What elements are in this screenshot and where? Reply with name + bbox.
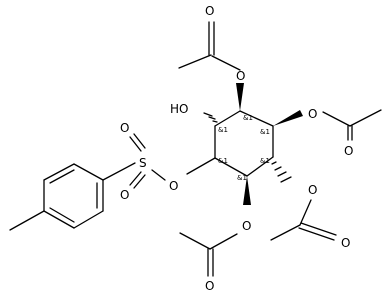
wedge-bond (243, 176, 251, 205)
ring-bond (239, 110, 274, 127)
acetate-bottom (179, 232, 238, 277)
methyl-bond (349, 109, 382, 127)
o-s-bond (151, 169, 166, 181)
tosyl-group (9, 133, 166, 231)
ester-bond (299, 199, 312, 226)
atom-labels: HO O O O O O O O O O S O O (120, 4, 353, 293)
carbonyl-bond (300, 222, 337, 236)
sulfonyl-double-bond (129, 171, 142, 186)
stereo-label-c3: &1 (260, 128, 270, 136)
ring-bond (214, 110, 241, 127)
ring-substituents (186, 83, 303, 205)
stereo-label-c6: &1 (218, 157, 228, 165)
oxygen-carbonyl-2: O (344, 144, 353, 158)
oxygen-acetate-3: O (308, 183, 317, 197)
sulfur-atom: S (139, 156, 147, 170)
acetate-right (322, 109, 382, 141)
wedge-bond (273, 110, 303, 126)
oxygen-sulfonyl-bottom: O (120, 188, 129, 202)
stereo-labels: &1 &1 &1 &1 &1 &1 (218, 114, 270, 182)
oxygen-carbonyl-1: O (205, 4, 214, 18)
acetate-top (178, 21, 241, 71)
stereo-label-c1: &1 (218, 126, 228, 134)
stereo-label-c2: &1 (243, 114, 253, 122)
benzene-ring (43, 163, 104, 229)
tosylate-o-bond (186, 157, 216, 175)
sulfonyl-double-bond (129, 136, 142, 152)
methyl-bond (179, 232, 211, 250)
hydroxyl-label: HO (170, 102, 188, 116)
oxygen-carbonyl-4: O (205, 279, 214, 293)
ester-bond (209, 233, 238, 250)
sulfonyl-double-bond (133, 174, 146, 189)
stereo-label-c4: &1 (260, 157, 270, 165)
hashed-bond (271, 161, 292, 183)
oxygen-tosylate: O (169, 179, 178, 193)
wedge-bond (236, 83, 244, 111)
methyl-bond (178, 54, 212, 69)
stereo-label-c5: &1 (237, 174, 247, 182)
s-aryl-bond (102, 162, 136, 181)
ester-bond (322, 111, 351, 127)
ester-bond (211, 55, 241, 71)
methyl-bond (9, 210, 45, 231)
acetate-lower-right (270, 199, 337, 241)
hashed-bond (203, 112, 218, 123)
oxygen-sulfonyl-top: O (120, 121, 129, 135)
cyclohexane-ring (214, 110, 274, 177)
carbonyl-bond (298, 227, 335, 241)
oxygen-acetate-2: O (308, 107, 317, 121)
methyl-bond (270, 224, 301, 241)
oxygen-acetate-1: O (236, 69, 245, 83)
oxygen-carbonyl-3: O (341, 236, 350, 250)
ring-bond (246, 156, 274, 177)
ring-bond (214, 157, 248, 177)
oxygen-acetate-4: O (242, 219, 251, 233)
sulfonyl-double-bond (133, 133, 146, 149)
